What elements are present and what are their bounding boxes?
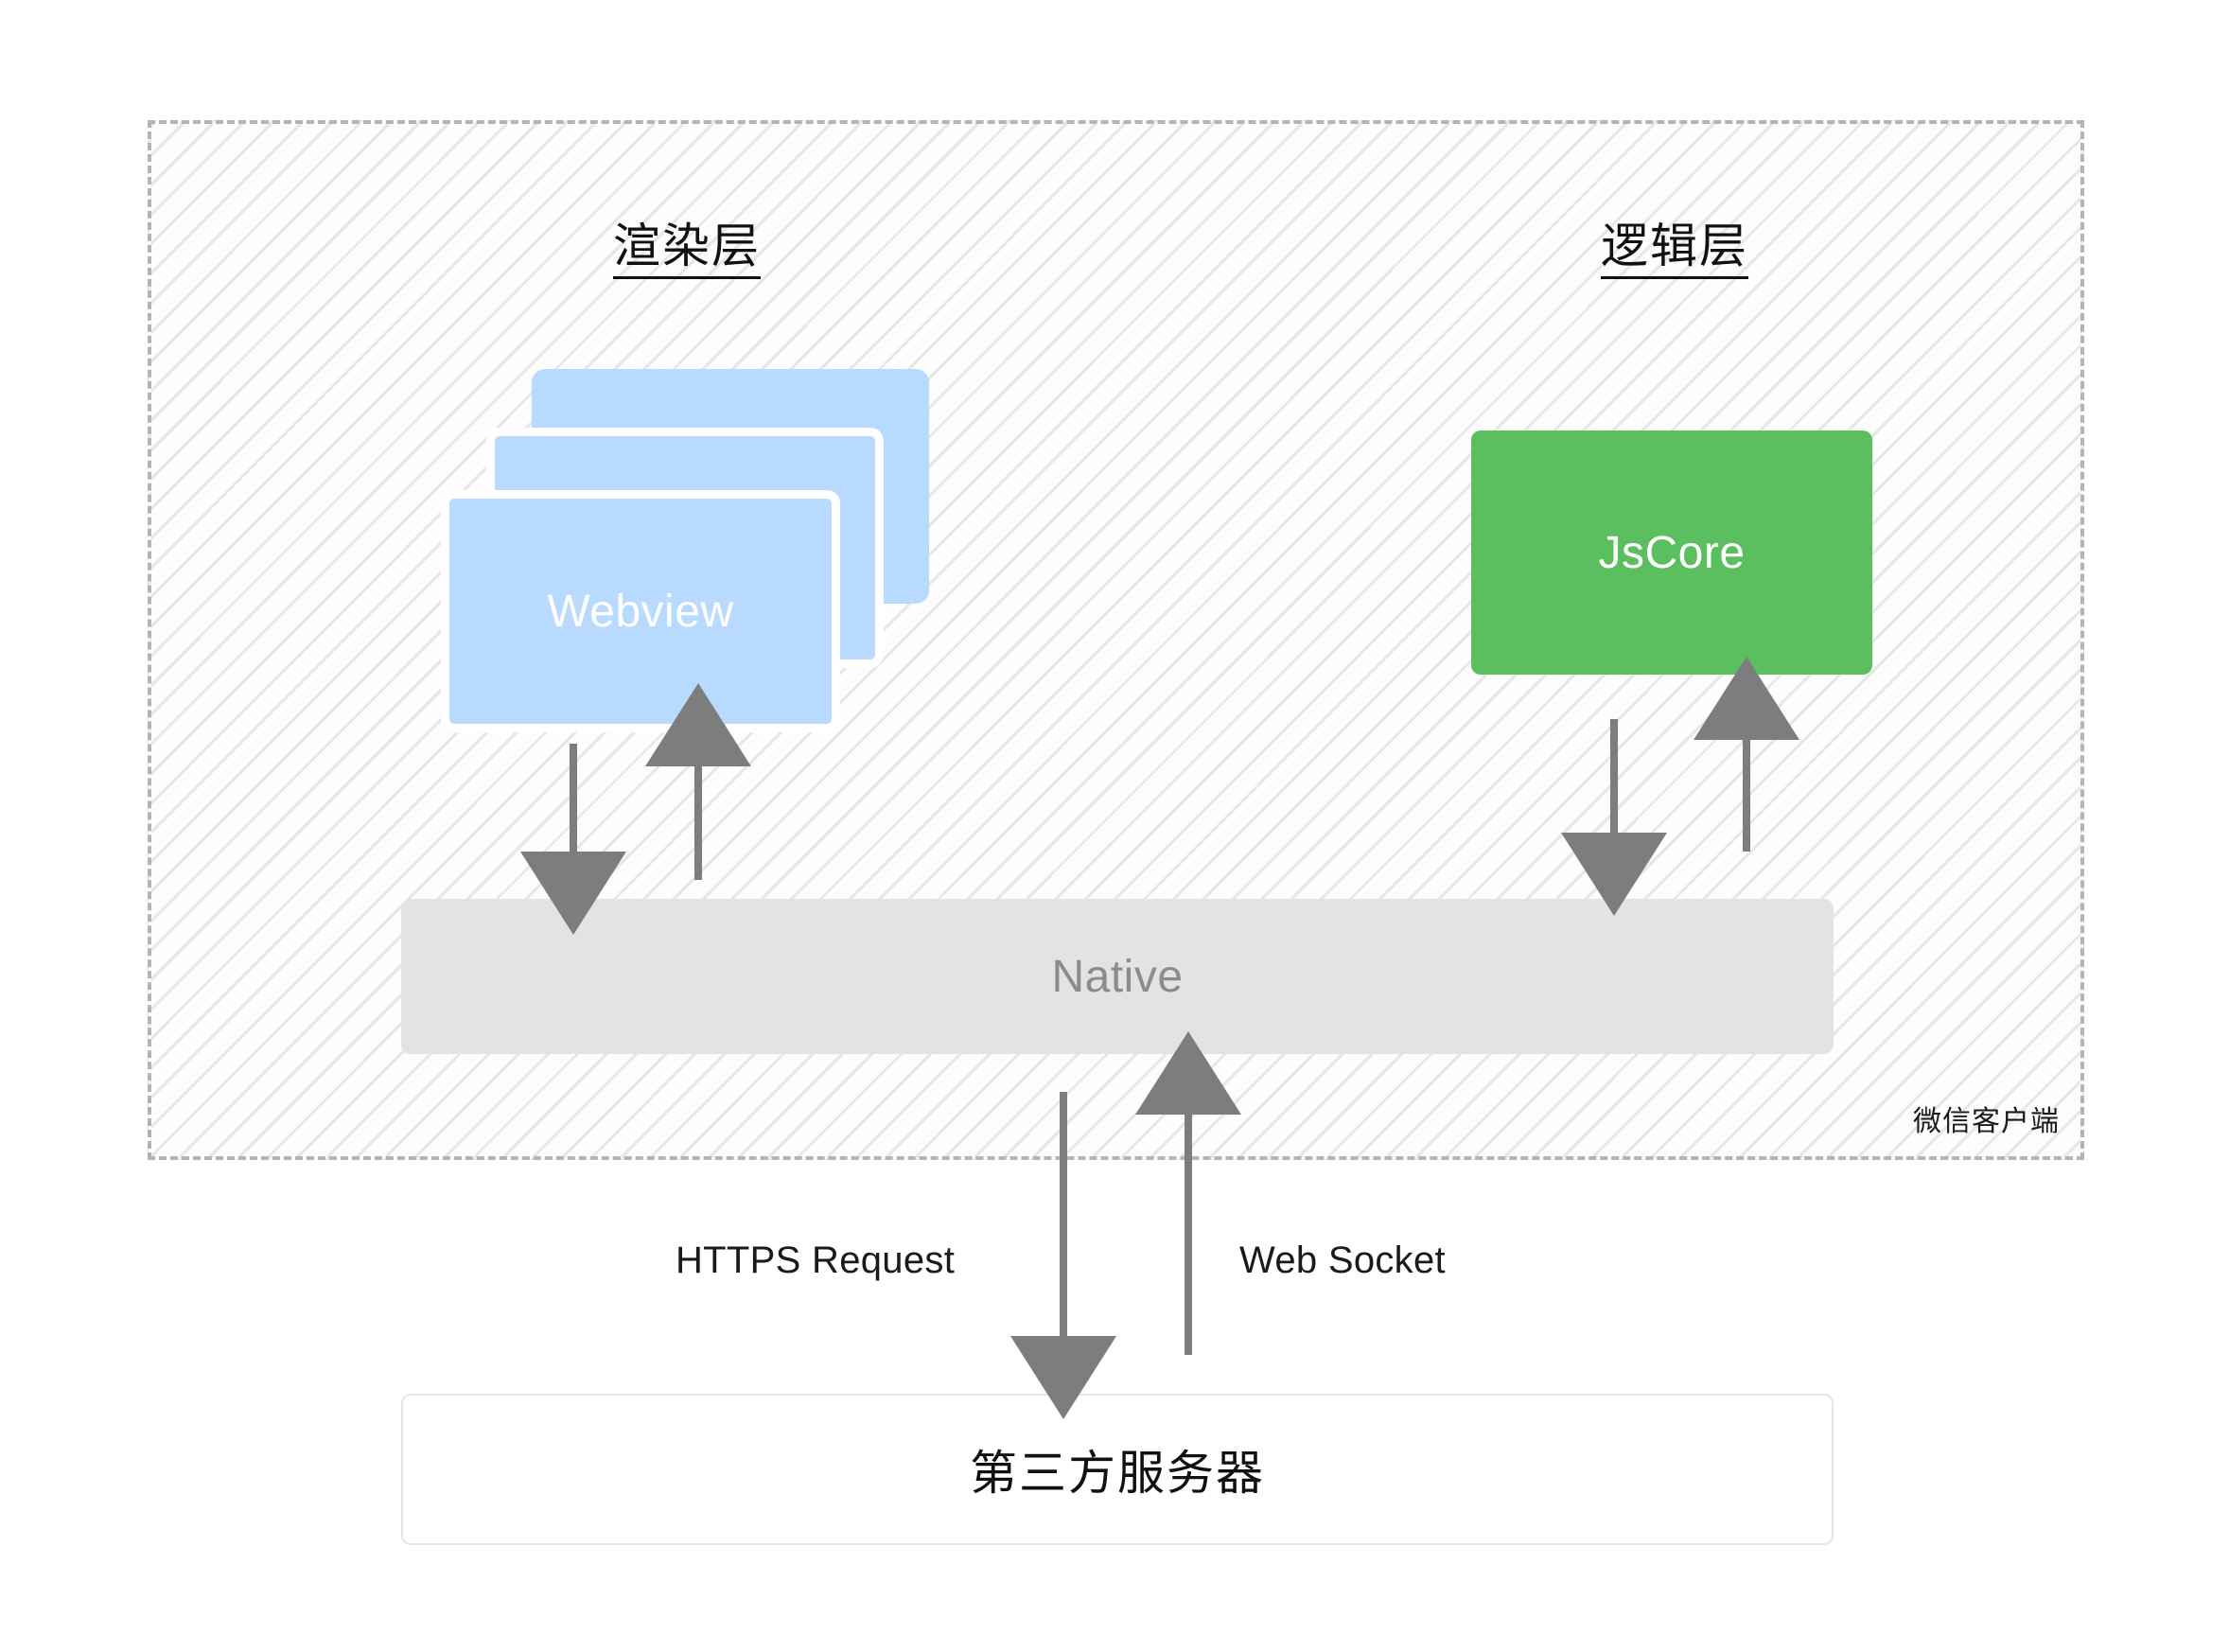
webview-card-front[interactable] <box>441 490 840 732</box>
https-request-label: HTTPS Request <box>676 1239 956 1281</box>
logic-layer-title: 逻辑层 <box>1601 220 1748 279</box>
wechat-client-label: 微信客户端 <box>1913 1106 2060 1137</box>
render-layer-title: 渲染层 <box>613 220 761 279</box>
native-node[interactable]: Native <box>401 899 1834 1054</box>
web-socket-label: Web Socket <box>1239 1239 1446 1281</box>
third-party-server-node[interactable]: 第三方服务器 <box>401 1394 1834 1545</box>
jscore-node[interactable]: JsCore <box>1471 431 1872 675</box>
